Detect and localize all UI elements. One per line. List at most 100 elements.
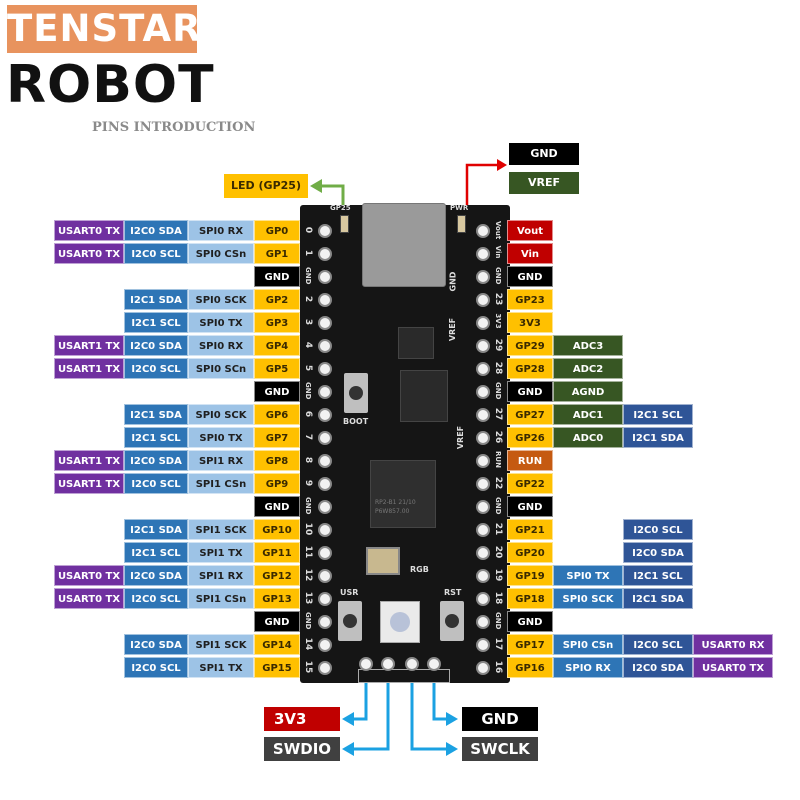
spi-label: SPI1 CSn: [188, 588, 254, 609]
gnd-pin-label: GND: [254, 381, 300, 402]
i2c-label: I2C0 SCL: [124, 358, 188, 379]
silk-vref-inner: VREF: [448, 317, 458, 342]
pin-hole: [318, 454, 332, 468]
boot-button[interactable]: [344, 373, 368, 413]
uart-label: USART1 TX: [54, 335, 124, 356]
pin-hole: [318, 385, 332, 399]
board-pin-number: 12: [303, 568, 313, 582]
gnd-pin-label: GND: [254, 266, 300, 287]
led-gp25-label: LED (GP25): [224, 174, 308, 198]
pin-hole: [318, 546, 332, 560]
swdio-label: SWDIO: [264, 737, 340, 761]
gpio-pin-label: GP8: [254, 450, 300, 471]
pin-hole: [318, 362, 332, 376]
board-pin-number: GND: [494, 382, 502, 400]
usr-button[interactable]: [338, 601, 362, 641]
chip-marking-1: RP2-B1 21/10: [375, 499, 416, 506]
gnd-pin-label: GND: [507, 266, 553, 287]
spi-label: SPI0 TX: [188, 312, 254, 333]
uart-label: USART0 TX: [693, 657, 773, 678]
pin-hole: [476, 615, 490, 629]
pin-hole: [476, 247, 490, 261]
gnd-pin-label: GND: [254, 611, 300, 632]
pico-board: GP25 PWR GND VREF VREF BOOT RP2-B1 21/10…: [300, 203, 510, 683]
swdio-arrow: [342, 668, 390, 756]
gpio-pin-label: GP11: [254, 542, 300, 563]
pin-hole: [318, 316, 332, 330]
gpio-pin-label: GP16: [507, 657, 553, 678]
chip-marking-2: P6W857.00: [375, 508, 410, 515]
pin-hole: [476, 569, 490, 583]
pin-hole: [476, 454, 490, 468]
i2c-label: I2C0 SDA: [623, 542, 693, 563]
voltage-regulator: [398, 327, 434, 359]
board-pin-number: 18: [493, 591, 503, 605]
spi-label: SPI0 SCK: [188, 289, 254, 310]
pin-hole: [476, 316, 490, 330]
gpio-pin-label: GP10: [254, 519, 300, 540]
adc-label: ADC1: [553, 404, 623, 425]
pin-hole: [476, 592, 490, 606]
pin-hole: [476, 523, 490, 537]
adc-label: ADC3: [553, 335, 623, 356]
pin-hole: [476, 224, 490, 238]
brand-logo-top: TENSTAR: [7, 5, 201, 53]
i2c-label: I2C0 SDA: [623, 657, 693, 678]
spi-label: SPI1 TX: [188, 542, 254, 563]
board-pin-number: GND: [494, 267, 502, 285]
spi-label: SPI0 SCK: [188, 404, 254, 425]
gpio-pin-label: GP2: [254, 289, 300, 310]
pin-hole: [476, 477, 490, 491]
pin-hole: [476, 293, 490, 307]
pin-hole: [476, 546, 490, 560]
uart-label: USART0 TX: [54, 588, 124, 609]
board-pin-number: 21: [493, 522, 503, 536]
pin-hole: [318, 293, 332, 307]
pin-hole: [318, 270, 332, 284]
board-pin-number: 1: [303, 249, 313, 257]
board-pin-number: 11: [303, 545, 313, 559]
swd-gnd-arrow: [432, 668, 458, 726]
adc-label: ADC2: [553, 358, 623, 379]
i2c-label: I2C1 SDA: [124, 289, 188, 310]
rst-button[interactable]: [440, 601, 464, 641]
gpio-pin-label: GP22: [507, 473, 553, 494]
gpio-pin-label: GP3: [254, 312, 300, 333]
pin-hole: [318, 615, 332, 629]
gpio-pin-label: GP14: [254, 634, 300, 655]
uart-label: USART0 TX: [54, 565, 124, 586]
led-pwr: [457, 215, 466, 233]
gpio-pin-label: GP26: [507, 427, 553, 448]
swd-pad: [405, 657, 419, 671]
board-pin-number: 20: [493, 545, 503, 559]
i2c-label: I2C0 SCL: [124, 588, 188, 609]
gpio-pin-label: GP9: [254, 473, 300, 494]
pin-hole: [318, 661, 332, 675]
i2c-label: I2C1 SDA: [623, 588, 693, 609]
silk-gnd-inner: GND: [448, 271, 458, 292]
silk-usr: USR: [340, 588, 359, 597]
spi-label: SPI0 SCK: [553, 588, 623, 609]
gpio-pin-label: GP13: [254, 588, 300, 609]
gpio-pin-label: GP20: [507, 542, 553, 563]
pin-hole: [476, 408, 490, 422]
led-gp25: [340, 215, 349, 233]
i2c-label: I2C1 SDA: [124, 519, 188, 540]
swd-3v3-label: 3V3: [264, 707, 340, 731]
gpio-pin-label: GP6: [254, 404, 300, 425]
pin-hole: [318, 247, 332, 261]
spi-label: SPI1 CSn: [188, 473, 254, 494]
board-pin-number: 14: [303, 637, 313, 651]
power-pin-label: Vout: [507, 220, 553, 241]
spi-label: SPI1 RX: [188, 565, 254, 586]
board-pin-number: 6: [303, 410, 313, 418]
gpio-pin-label: GP4: [254, 335, 300, 356]
i2c-label: I2C0 SCL: [623, 634, 693, 655]
pin-hole: [318, 431, 332, 445]
pin-hole: [318, 224, 332, 238]
pin-hole: [318, 408, 332, 422]
spi-label: SPI0 CSn: [553, 634, 623, 655]
board-pin-number: 13: [303, 591, 313, 605]
spi-label: SPI1 SCK: [188, 519, 254, 540]
swclk-label: SWCLK: [462, 737, 538, 761]
